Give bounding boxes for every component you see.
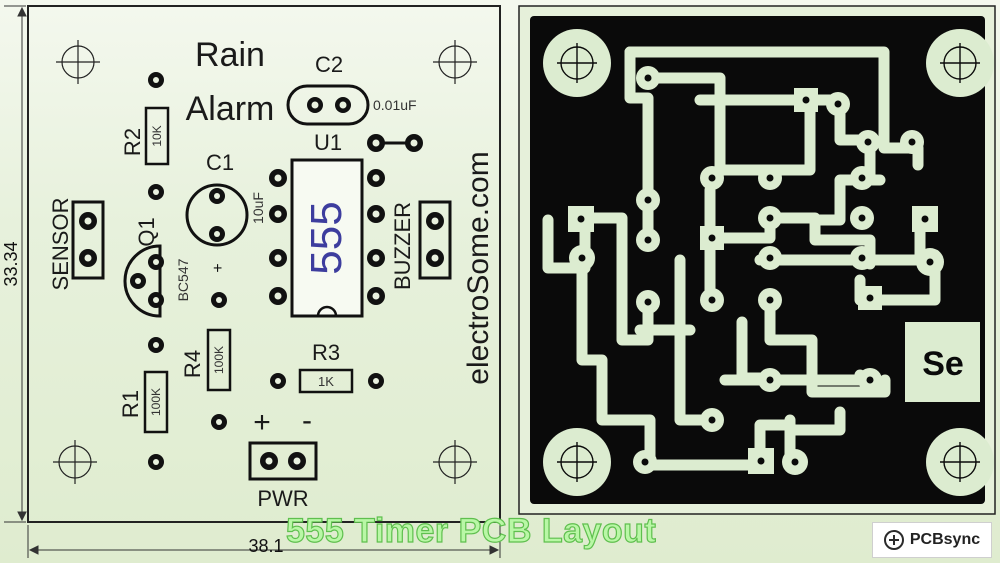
pwr-pad bbox=[288, 452, 306, 470]
c1-value: 10uF bbox=[250, 192, 266, 224]
r2-label: R2 bbox=[120, 128, 145, 156]
copper-layer: Se bbox=[518, 5, 996, 515]
ic-pin bbox=[269, 249, 287, 267]
mounting-hole-icon bbox=[433, 440, 477, 484]
r4-outline bbox=[206, 328, 232, 392]
pad bbox=[148, 72, 164, 88]
q1-part: BC547 bbox=[175, 258, 191, 301]
q1-label: Q1 bbox=[134, 217, 159, 246]
pwr-pad bbox=[260, 452, 278, 470]
ic-pin bbox=[269, 169, 287, 187]
q1-outline bbox=[123, 244, 162, 318]
c1-pad bbox=[209, 188, 225, 204]
copper-text-block bbox=[905, 322, 980, 402]
r2-value: 10K bbox=[150, 125, 164, 146]
mounting-hole-icon bbox=[53, 440, 97, 484]
r4-label: R4 bbox=[180, 350, 205, 378]
buzzer-label: BUZZER bbox=[390, 202, 415, 290]
height-dimension-label: 33.34 bbox=[1, 241, 21, 286]
mounting-hole-icon bbox=[433, 40, 477, 84]
width-dimension-label: 38.1 bbox=[248, 536, 283, 556]
r3-value: 1K bbox=[318, 374, 334, 389]
silkscreen-board: Rain Alarm C2 0.01uF U1 555 BUZZER elect… bbox=[27, 5, 501, 523]
ic-pin bbox=[367, 249, 385, 267]
dimension-width bbox=[27, 525, 501, 558]
mounting-hole-icon bbox=[56, 40, 100, 84]
dimension-height bbox=[4, 5, 27, 523]
pad bbox=[367, 134, 385, 152]
pwr-connector bbox=[248, 441, 318, 481]
ic-pin bbox=[367, 287, 385, 305]
pcbsync-logo-icon bbox=[883, 530, 904, 550]
buzzer-connector bbox=[418, 200, 452, 280]
c1-label: C1 bbox=[206, 150, 234, 175]
brand-badge[interactable]: PCBsync bbox=[872, 522, 992, 558]
ic-pin bbox=[367, 169, 385, 187]
site-text: electroSome.com bbox=[462, 151, 495, 384]
copper-mirror-text: Se bbox=[922, 345, 964, 383]
buzzer-pad bbox=[426, 249, 444, 267]
pad bbox=[211, 414, 227, 430]
r4-value: 100K bbox=[212, 346, 226, 374]
pad bbox=[211, 292, 227, 308]
q1-pad bbox=[148, 292, 164, 308]
pad bbox=[148, 337, 164, 353]
r1-label: R1 bbox=[118, 390, 143, 418]
c2-label: C2 bbox=[315, 52, 343, 77]
q1-pad bbox=[148, 254, 164, 270]
c1-outline bbox=[185, 183, 249, 247]
pwr-minus: - bbox=[302, 404, 312, 437]
r3-outline bbox=[298, 368, 354, 394]
ic-555-text: 555 bbox=[302, 201, 351, 274]
pad bbox=[405, 134, 423, 152]
pwr-label: PWR bbox=[257, 486, 308, 511]
pad bbox=[270, 373, 286, 389]
ic-pin bbox=[269, 205, 287, 223]
c2-value: 0.01uF bbox=[373, 97, 417, 113]
sensor-pad bbox=[79, 249, 97, 267]
brand-name: PCBsync bbox=[909, 531, 981, 548]
ic-pin bbox=[367, 205, 385, 223]
r1-value: 100K bbox=[149, 388, 163, 416]
ic-555-outline bbox=[290, 158, 364, 318]
u1-label: U1 bbox=[314, 130, 342, 155]
board-title-line2: Alarm bbox=[186, 90, 275, 128]
pad bbox=[148, 454, 164, 470]
pad bbox=[368, 373, 384, 389]
pad bbox=[148, 184, 164, 200]
sensor-pad bbox=[79, 212, 97, 230]
r2-outline bbox=[144, 106, 170, 166]
buzzer-pad bbox=[426, 212, 444, 230]
board-title-line1: Rain bbox=[195, 36, 265, 74]
r1-outline bbox=[143, 370, 169, 434]
pwr-plus: + bbox=[253, 406, 271, 439]
sensor-label: SENSOR bbox=[48, 198, 73, 291]
c1-pad bbox=[209, 226, 225, 242]
sensor-connector bbox=[71, 200, 105, 280]
c2-outline bbox=[286, 84, 370, 126]
q1-pad bbox=[130, 273, 146, 289]
r3-label: R3 bbox=[312, 340, 340, 365]
ic-pin bbox=[269, 287, 287, 305]
c1-polarity: + bbox=[210, 263, 227, 272]
overlay-title: 555 Timer PCB Layout bbox=[285, 511, 657, 550]
